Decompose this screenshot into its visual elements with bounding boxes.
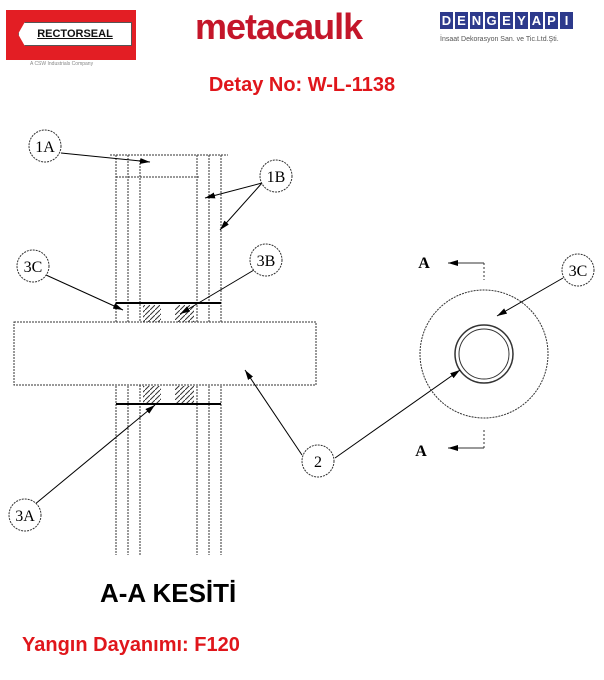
section-title: A-A KESİTİ xyxy=(100,578,237,608)
metacaulk-logo: metacaulk xyxy=(195,6,363,47)
logo-letter: A xyxy=(530,12,543,29)
section-mark-top: A xyxy=(418,255,430,272)
sealant xyxy=(116,302,221,405)
detail-number: Detay No: W-L-1138 xyxy=(208,74,396,96)
logo-letter: P xyxy=(545,12,558,29)
section-mark-bottom: A xyxy=(415,443,427,460)
rectorseal-tagline: A CSW Industrials Company xyxy=(30,61,94,67)
callout-3B: 3B xyxy=(257,253,276,270)
dengeyapi-tagline: İnsaat Dekorasyon San. ve Tic.Ltd.Şti. xyxy=(440,36,559,43)
leader-lines xyxy=(33,152,564,506)
callout-3C: 3C xyxy=(24,259,43,276)
logo-letter: I xyxy=(560,12,573,29)
logo-letter: E xyxy=(500,12,513,29)
callout-2: 2 xyxy=(314,454,322,471)
logo-letter: G xyxy=(485,12,498,29)
pipe xyxy=(13,321,317,386)
logo-letter: N xyxy=(470,12,483,29)
fire-rating: Yangın Dayanımı: F120 xyxy=(22,634,240,656)
logo-letter: Y xyxy=(515,12,528,29)
rectorseal-logo: RECTORSEAL xyxy=(6,10,136,60)
logo-letter: E xyxy=(455,12,468,29)
callouts xyxy=(8,129,595,532)
logo-letter: D xyxy=(440,12,453,29)
section-view xyxy=(419,260,549,451)
callout-3A: 3A xyxy=(15,508,35,525)
callout-3C-right: 3C xyxy=(569,263,588,280)
callout-1A: 1A xyxy=(35,139,55,156)
callout-1B: 1B xyxy=(267,169,286,186)
